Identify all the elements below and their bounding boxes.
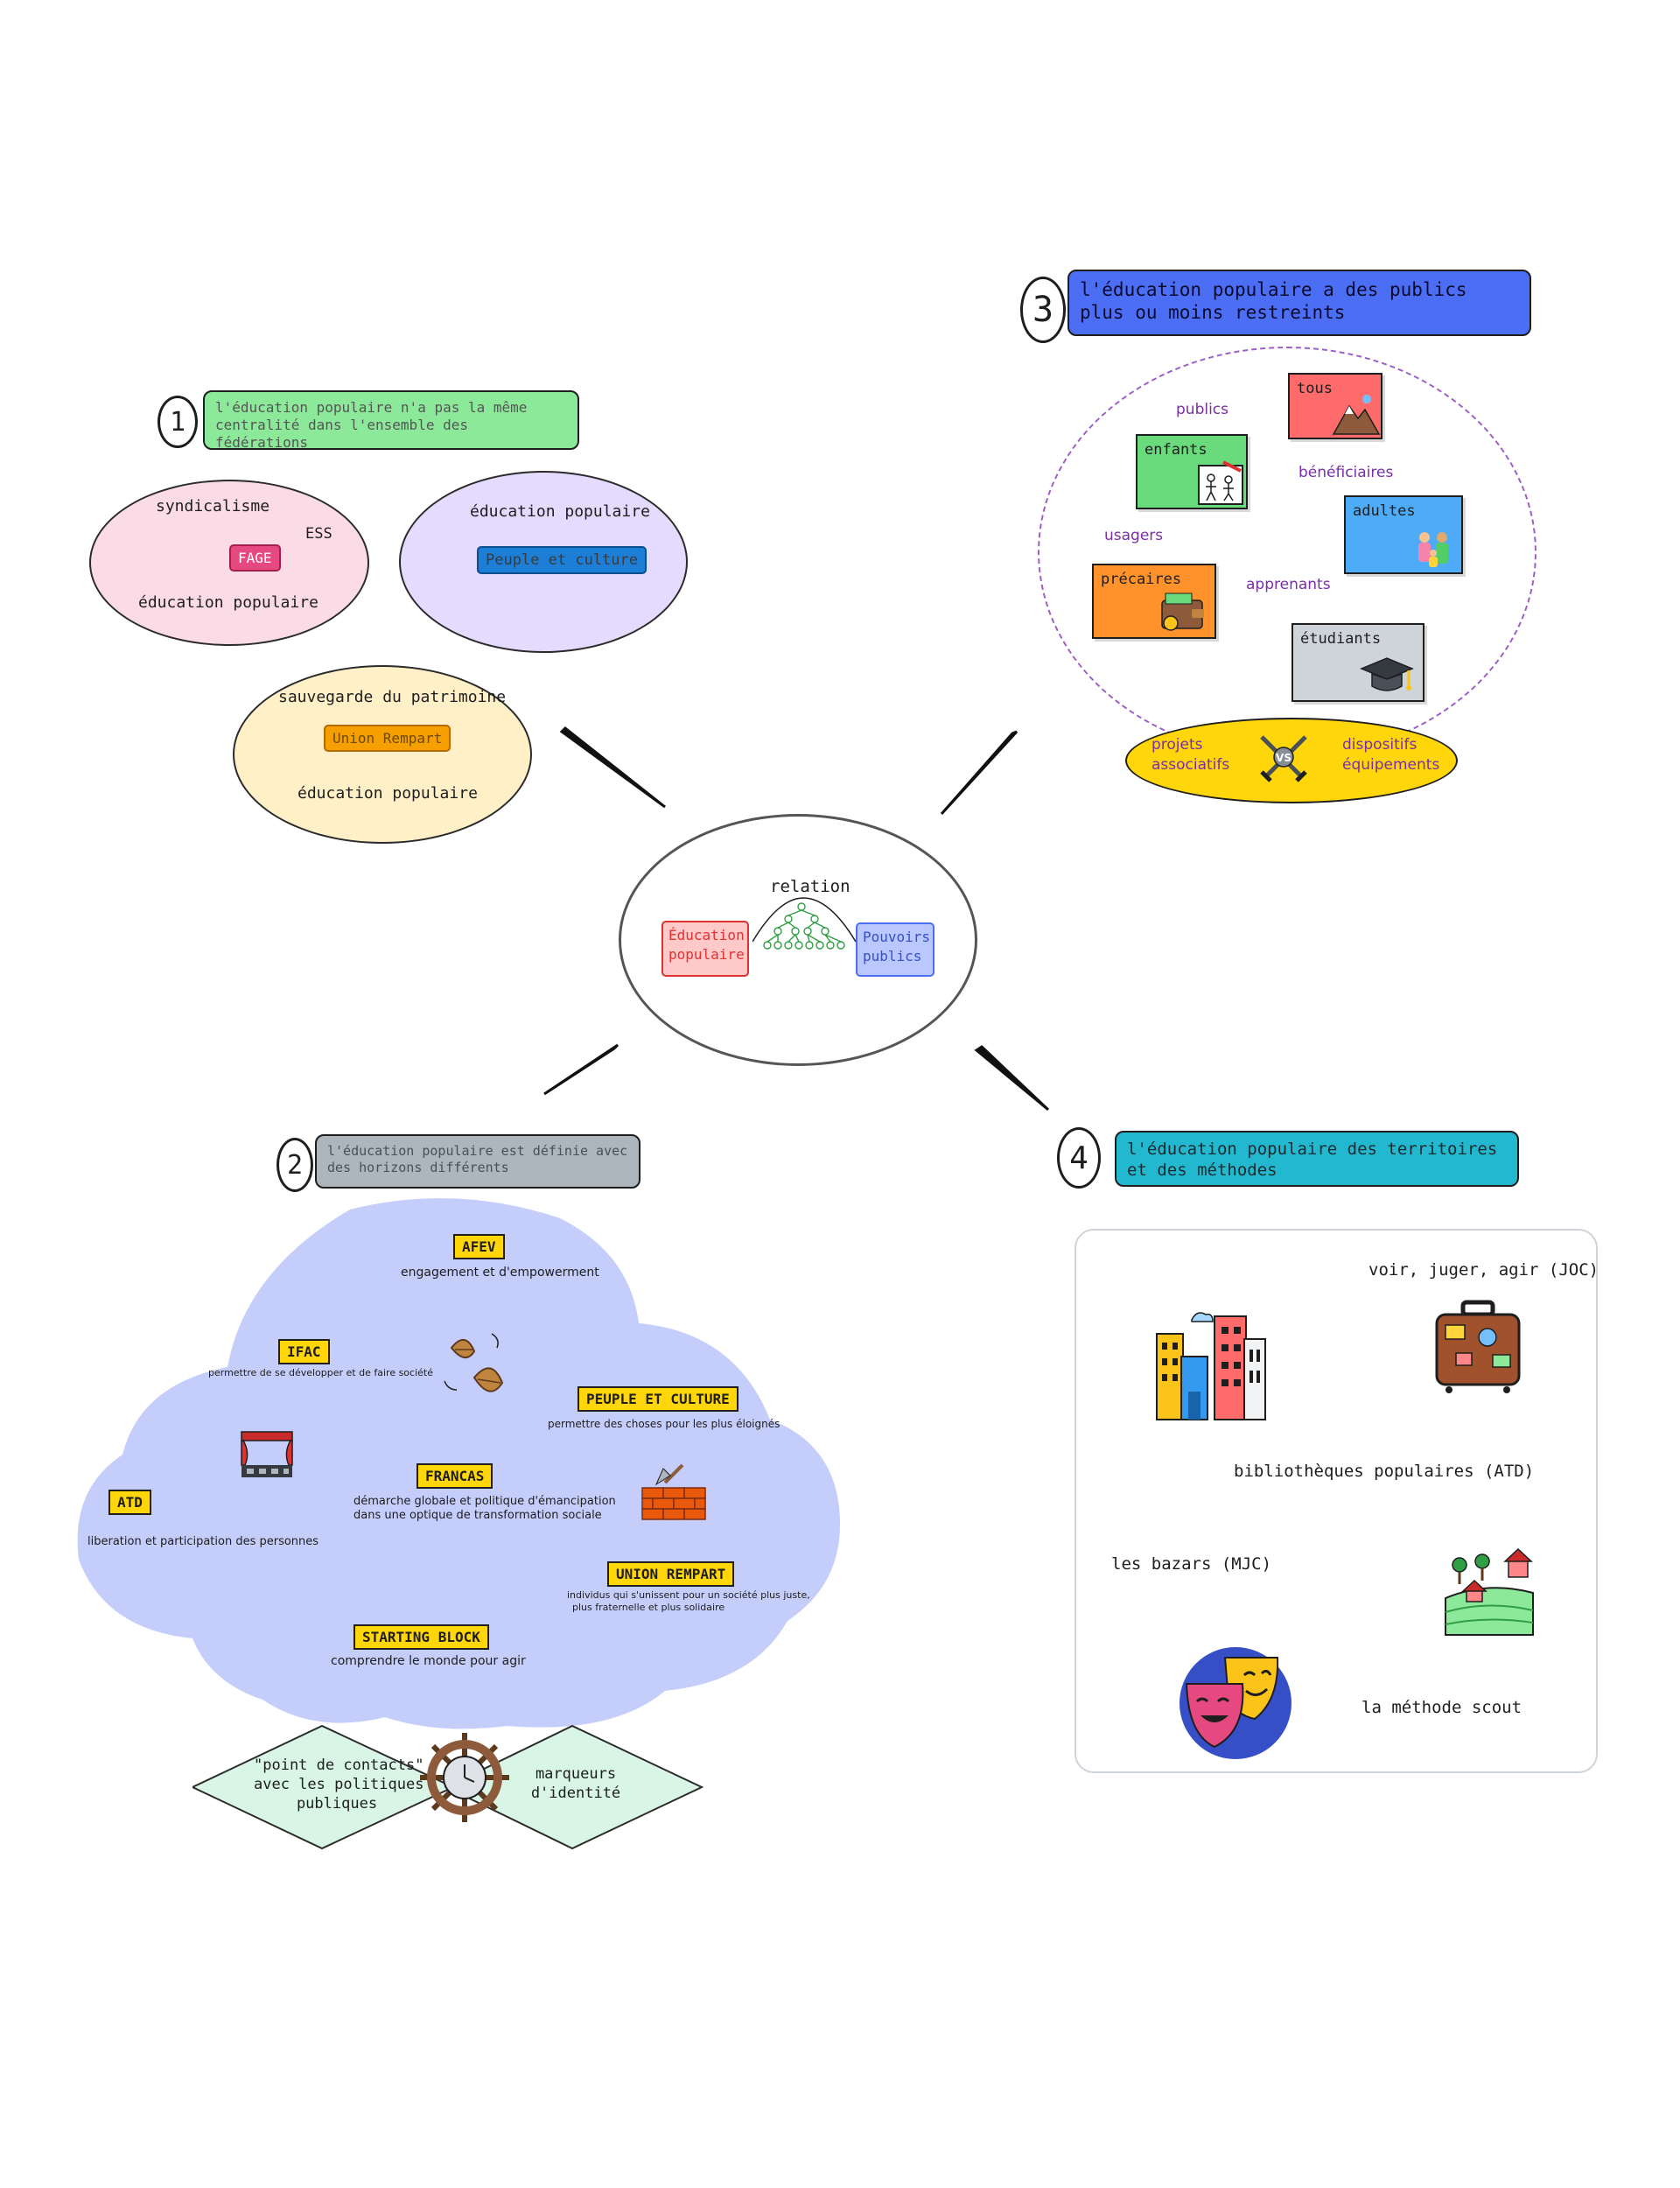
swords-vs-icon: VS bbox=[1260, 735, 1307, 782]
pink-ellipse bbox=[89, 480, 369, 646]
diamond-left-text: "point de contacts" avec les politiques … bbox=[254, 1756, 424, 1813]
etudiants-card: étudiants bbox=[1292, 623, 1424, 702]
associatifs-line: associatifs bbox=[1152, 755, 1230, 774]
section4-number: 4 bbox=[1057, 1127, 1101, 1189]
ess-label: ESS bbox=[305, 525, 332, 543]
countryside-icon bbox=[1445, 1547, 1534, 1636]
section3-number: 3 bbox=[1020, 277, 1066, 343]
projets-associatifs-label: projets associatifs bbox=[1152, 735, 1229, 775]
francas-desc: démarche globale et politique d'émancipa… bbox=[354, 1495, 616, 1508]
section3-header-text: l'éducation populaire a des publics plus… bbox=[1080, 279, 1467, 324]
section2-header-text: l'éducation populaire est définie avec d… bbox=[327, 1143, 628, 1175]
pink-education-populaire-label: éducation populaire bbox=[138, 593, 318, 612]
diamond-left-line-1: "point de contacts" bbox=[254, 1757, 424, 1774]
publics-word: publics bbox=[1176, 401, 1229, 418]
section1-header-text: l'éducation populaire n'a pas la même ce… bbox=[215, 399, 528, 451]
vs-text: VS bbox=[1276, 752, 1292, 764]
enfants-card-label: enfants bbox=[1144, 441, 1208, 459]
apprenants-word: apprenants bbox=[1246, 576, 1331, 593]
tous-card: tous bbox=[1288, 373, 1382, 439]
section1-header: l'éducation populaire n'a pas la même ce… bbox=[203, 390, 579, 451]
adultes-card-label: adultes bbox=[1353, 502, 1416, 520]
connector-line-4 bbox=[974, 1045, 1050, 1112]
etudiants-card-label: étudiants bbox=[1300, 630, 1382, 648]
ifac-label: IFAC bbox=[278, 1339, 330, 1364]
diamond-left-line-2: avec les politiques bbox=[254, 1776, 424, 1794]
pouvoirs-publics-box-label: Pouvoirs publics bbox=[863, 929, 931, 964]
section4-header-text: l'éducation populaire des territoires et… bbox=[1127, 1140, 1498, 1180]
syndicalisme-label: syndicalisme bbox=[156, 497, 270, 515]
francas-label: FRANCAS bbox=[416, 1463, 494, 1489]
beneficiaires-word: bénéficiaires bbox=[1298, 464, 1394, 481]
peuple-et-culture-tag: Peuple et culture bbox=[477, 546, 647, 574]
diamond-left-line-3: publiques bbox=[296, 1795, 378, 1813]
afev-desc: engagement et d'empowerment bbox=[401, 1266, 599, 1280]
bazars-text: les bazars (MJC) bbox=[1111, 1554, 1272, 1574]
connector-line-3 bbox=[940, 730, 1018, 816]
tous-card-label: tous bbox=[1297, 380, 1333, 397]
connector-line-1 bbox=[559, 726, 666, 809]
precaires-card-label: précaires bbox=[1101, 571, 1182, 588]
starting-block-label: STARTING BLOCK bbox=[354, 1624, 489, 1650]
section4-header: l'éducation populaire des territoires et… bbox=[1115, 1131, 1519, 1187]
relation-arc bbox=[752, 897, 857, 943]
atd-label: ATD bbox=[108, 1490, 151, 1515]
union-rempart-desc-2: plus fraternelle et plus solidaire bbox=[572, 1602, 725, 1613]
afev-label: AFEV bbox=[453, 1234, 505, 1259]
fage-tag: FAGE bbox=[229, 544, 281, 572]
yellow-ellipse bbox=[233, 665, 532, 844]
section1-number: 1 bbox=[158, 396, 198, 448]
connector-line-2 bbox=[543, 1043, 620, 1096]
ifac-desc: permettre de se développer et de faire s… bbox=[208, 1367, 433, 1378]
diamond-right-line-1: marqueurs bbox=[535, 1765, 617, 1783]
francas-desc-2: dans une optique de transformation socia… bbox=[354, 1509, 602, 1522]
theater-stage-icon bbox=[241, 1431, 293, 1477]
ship-wheel-icon bbox=[420, 1733, 509, 1822]
lavender-education-populaire-label: éducation populaire bbox=[470, 502, 650, 521]
education-populaire-box-label: Éducation populaire bbox=[668, 927, 745, 963]
autumn-leaves-icon bbox=[444, 1333, 504, 1392]
diamond-right-text: marqueurs d'identité bbox=[523, 1764, 628, 1803]
section2-header: l'éducation populaire est définie avec d… bbox=[315, 1134, 640, 1189]
joc-text: voir, juger, agir (JOC) bbox=[1368, 1260, 1600, 1280]
family-icon bbox=[1418, 532, 1448, 567]
sauvegarde-label: sauvegarde du patrimoine bbox=[278, 688, 507, 706]
precaires-card: précaires bbox=[1092, 564, 1216, 639]
section3-header: l'éducation populaire a des publics plus… bbox=[1068, 270, 1531, 336]
pouvoirs-publics-box: Pouvoirs publics bbox=[856, 922, 934, 977]
kids-drawing-icon bbox=[1198, 460, 1243, 505]
suitcase-icon bbox=[1435, 1300, 1521, 1393]
enfants-card: enfants bbox=[1136, 434, 1248, 509]
union-rempart-label: UNION REMPART bbox=[607, 1561, 735, 1587]
graduation-cap-icon bbox=[1360, 657, 1414, 691]
starting-block-desc: comprendre le monde pour agir bbox=[331, 1654, 526, 1668]
scout-text: la méthode scout bbox=[1362, 1698, 1522, 1717]
usagers-word: usagers bbox=[1104, 527, 1164, 544]
city-buildings-icon bbox=[1156, 1312, 1266, 1420]
bibliotheques-text: bibliothèques populaires (ATD) bbox=[1234, 1462, 1535, 1481]
dispositifs-line: dispositifs bbox=[1342, 736, 1418, 754]
yellow-education-populaire-label: éducation populaire bbox=[298, 784, 478, 803]
education-populaire-box: Éducation populaire bbox=[662, 921, 749, 977]
peuple-et-culture-desc: permettre des choses pour les plus éloig… bbox=[548, 1418, 780, 1430]
adultes-card: adultes bbox=[1344, 495, 1463, 574]
dispositifs-equipements-label: dispositifs équipements bbox=[1342, 735, 1439, 775]
wallet-icon bbox=[1161, 593, 1204, 631]
projets-line: projets bbox=[1152, 736, 1203, 754]
brick-wall-icon bbox=[641, 1463, 706, 1520]
mountain-icon bbox=[1332, 395, 1381, 435]
diamond-right-line-2: d'identité bbox=[530, 1785, 621, 1803]
section2-number: 2 bbox=[276, 1138, 313, 1192]
relation-label: relation bbox=[770, 877, 850, 896]
union-rempart-tag: Union Rempart bbox=[324, 725, 452, 752]
tree-diagram-icon bbox=[763, 902, 845, 950]
equipements-line: équipements bbox=[1342, 755, 1440, 774]
union-rempart-desc: individus qui s'unissent pour un société… bbox=[567, 1589, 810, 1601]
peuple-et-culture-label: PEUPLE ET CULTURE bbox=[578, 1386, 738, 1412]
atd-desc: liberation et participation des personne… bbox=[88, 1535, 319, 1548]
theater-masks-icon bbox=[1180, 1647, 1292, 1759]
